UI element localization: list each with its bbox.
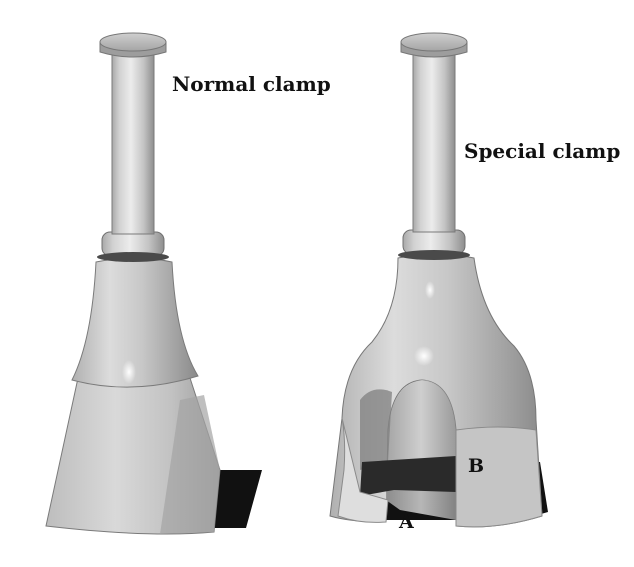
normal-clamp-cap-top [99, 32, 167, 52]
point-a-label: A [398, 511, 414, 533]
point-b-label: B [468, 455, 484, 477]
special-clamp-cap-top [400, 32, 468, 52]
normal-clamp-highlight [122, 360, 136, 384]
special-clamp-label: Special clamp [464, 139, 620, 163]
special-clamp-highlight-mid [414, 346, 434, 366]
special-clamp-collar-rim [398, 250, 470, 260]
special-clamp-leg-right [455, 426, 543, 528]
special-clamp-floor-shadow [360, 456, 456, 496]
normal-clamp-collar-rim [97, 252, 169, 262]
special-clamp-drawing [329, 32, 548, 528]
normal-clamp-drawing [45, 32, 262, 535]
special-clamp-highlight-top [425, 281, 435, 299]
special-clamp-shaft [412, 49, 456, 233]
special-clamp-leg-left [337, 417, 389, 523]
normal-clamp-base-facet [160, 395, 220, 534]
special-clamp-inner-wall [360, 389, 392, 470]
normal-clamp-shaft [111, 49, 155, 235]
normal-clamp-label: Normal clamp [172, 72, 331, 96]
special-clamp-arch-inside [386, 380, 456, 520]
